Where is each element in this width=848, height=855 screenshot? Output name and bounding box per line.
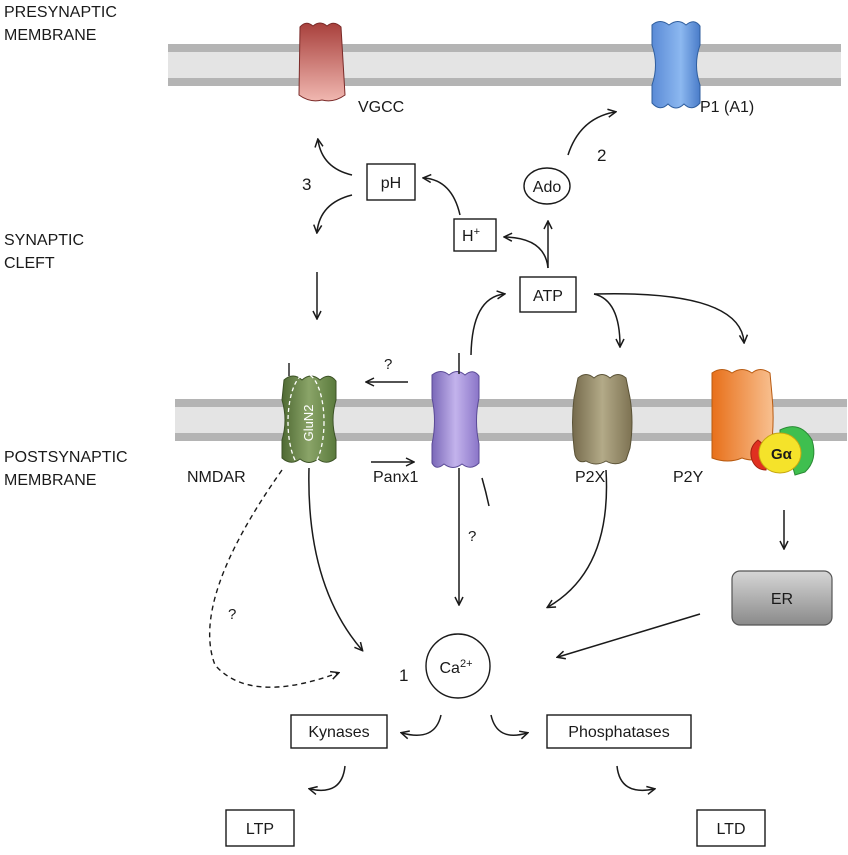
question-mark-panx-ca: ? [468, 528, 476, 545]
vgcc-label: VGCC [358, 99, 404, 116]
postsynaptic-label-line1: POSTSYNAPTIC [4, 449, 128, 466]
glun2-label: GluN2 [301, 405, 316, 442]
arrows [208, 112, 784, 790]
ltp-box [225, 809, 295, 847]
arrow-ca-to-kinases [402, 714, 442, 735]
arrow-atp-to-p2x [593, 293, 620, 346]
arrow-ph-to-vgcc [318, 140, 353, 176]
arrow-glun2-to-ca-dashed [208, 469, 338, 688]
arrow-atp-to-h [505, 237, 549, 269]
p2y-label: P2Y [673, 469, 704, 486]
phosphatases-box [546, 714, 692, 749]
calcium-text: Ca [440, 660, 461, 677]
nmdar-channel: GluN2 [281, 363, 337, 471]
arrow-h-to-ph [424, 178, 461, 216]
arrow-er-to-ca [558, 613, 701, 657]
ph-label: pH [381, 175, 401, 192]
synaptic-cleft-label: SYNAPTIC CLEFT [4, 232, 88, 272]
h-ion-charge: + [474, 226, 480, 238]
ado-label: Ado [533, 179, 562, 196]
question-mark-glun2-ca: ? [228, 606, 236, 623]
ltd-label: LTD [716, 821, 745, 838]
step-number-3: 3 [302, 175, 311, 194]
p1-label: P1 (A1) [700, 99, 754, 116]
atp-box [519, 276, 577, 313]
ltp-label: LTP [246, 821, 274, 838]
arrow-panx-to-atp [470, 294, 504, 356]
postsynaptic-label-line2: MEMBRANE [4, 472, 96, 489]
arrow-p2x-to-ca [548, 469, 608, 607]
h-ion-text: H [462, 228, 474, 245]
kinases-label: Kynases [308, 724, 369, 741]
cleft-label-line2: CLEFT [4, 255, 55, 272]
presynaptic-label: PRESYNAPTIC MEMBRANE [4, 4, 121, 44]
postsynaptic-label: POSTSYNAPTIC MEMBRANE [4, 449, 132, 489]
arrow-ado-to-p1 [567, 112, 615, 156]
ado-node [523, 167, 571, 205]
presynaptic-membrane [168, 44, 841, 86]
step-number-1: 1 [399, 666, 408, 685]
calcium-label: Ca2+ [440, 658, 473, 677]
question-mark-panx-nmdar: ? [384, 356, 392, 373]
galpha-label: Gα [771, 446, 793, 463]
nmdar-label: NMDAR [187, 469, 246, 486]
presynaptic-label-line2: MEMBRANE [4, 27, 96, 44]
panx1-channel [431, 371, 480, 468]
panx1-label: Panx1 [373, 469, 418, 486]
arrow-kinases-to-ltp [310, 765, 346, 790]
step-number-2: 2 [597, 146, 606, 165]
er-organelle [731, 570, 833, 626]
calcium-node [425, 633, 491, 699]
cleft-label-line1: SYNAPTIC [4, 232, 84, 249]
calcium-charge: 2+ [460, 658, 473, 670]
arrow-nmdar-to-ca [308, 467, 362, 650]
kinases-box [290, 714, 388, 749]
phosphatases-label: Phosphatases [568, 724, 669, 741]
presynaptic-label-line1: PRESYNAPTIC [4, 4, 117, 21]
ph-box [366, 163, 416, 201]
arrow-ca-to-phosphatases [490, 714, 527, 735]
h-ion-label: H+ [462, 226, 480, 245]
arrow-phosphatases-to-ltd [616, 765, 654, 790]
p2y-receptor [711, 369, 815, 476]
er-label: ER [771, 591, 793, 608]
arrow-atp-to-p2y [593, 292, 744, 342]
p1-receptor [651, 21, 701, 109]
panx1-tail-line [481, 477, 490, 507]
vgcc-channel [298, 22, 346, 102]
atp-label: ATP [533, 288, 563, 305]
p2x-channel [572, 374, 633, 465]
p2x-label: P2X [575, 469, 606, 486]
h-ion-box [453, 218, 497, 252]
arrow-ph-down [317, 194, 353, 232]
ltd-box [696, 809, 766, 847]
